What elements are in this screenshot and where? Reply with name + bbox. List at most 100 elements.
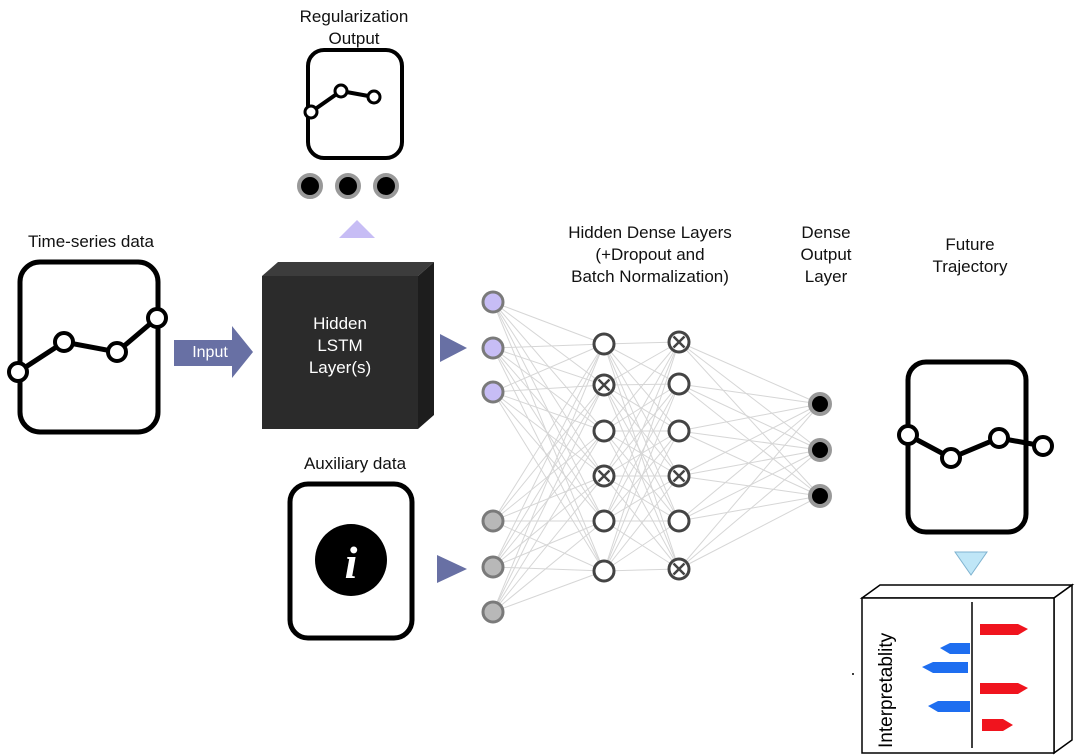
connection-line xyxy=(492,384,605,613)
connection-line xyxy=(678,403,821,522)
info-glyph: i xyxy=(345,537,358,588)
connection-line xyxy=(603,520,680,572)
input-arrow-label: Input xyxy=(192,344,228,361)
interpretability-label: Interpretablity xyxy=(876,632,897,748)
connection-line xyxy=(492,347,605,432)
neurons xyxy=(481,290,832,624)
dense-neuron xyxy=(667,509,691,533)
time-series-card xyxy=(7,259,168,435)
connection-line xyxy=(678,383,821,405)
lstm-neuron xyxy=(481,336,505,360)
connection-line xyxy=(678,341,821,405)
connection-line xyxy=(603,341,680,386)
dense-neuron xyxy=(592,509,616,533)
connection-line xyxy=(492,384,605,393)
connection-line xyxy=(492,343,605,613)
regularization-output-card xyxy=(303,48,404,160)
connection-line xyxy=(492,343,605,393)
connection-line xyxy=(603,475,680,572)
connection-line xyxy=(492,566,605,572)
connection-line xyxy=(678,495,821,570)
lstm-to-dense-arrow xyxy=(440,334,467,362)
connection-line xyxy=(492,430,605,613)
connection-line xyxy=(603,383,680,432)
interpretability-box xyxy=(859,583,1075,755)
connection-line xyxy=(678,495,821,522)
connection-line xyxy=(603,341,680,345)
connection-line xyxy=(603,341,680,432)
lstm-neuron xyxy=(481,380,505,404)
connection-line xyxy=(492,475,605,613)
output-neuron xyxy=(808,392,832,416)
lstm-label: Hidden LSTM Layer(s) xyxy=(308,314,372,377)
neural-connections xyxy=(492,301,821,613)
dense-neuron xyxy=(592,559,616,583)
dropout-x-icon xyxy=(672,562,686,576)
connection-line xyxy=(492,347,605,572)
dropout-x-icon xyxy=(672,469,686,483)
connection-line xyxy=(492,520,605,613)
connection-line xyxy=(603,520,680,570)
info-icon xyxy=(315,524,387,596)
connection-line xyxy=(603,383,680,572)
connection-line xyxy=(603,383,680,522)
connection-line xyxy=(603,430,680,572)
aux-to-dense-arrow xyxy=(437,555,467,583)
dropout-x-icon xyxy=(597,469,611,483)
connection-line xyxy=(492,391,605,572)
regularization-neurons xyxy=(297,173,399,199)
connection-line xyxy=(492,347,605,386)
connection-line xyxy=(603,341,680,522)
dense-output-layer-label: Dense Output Layer xyxy=(800,223,852,286)
negative-bar xyxy=(928,701,970,712)
connection-line xyxy=(492,391,605,432)
time-series-label: Time-series data xyxy=(28,232,154,251)
connection-line xyxy=(603,475,680,522)
connection-line xyxy=(678,403,821,570)
output-neuron xyxy=(808,484,832,508)
connection-line xyxy=(678,449,821,570)
connection-line xyxy=(678,341,821,497)
future-trajectory-label: Future Trajectory xyxy=(932,235,1008,276)
auxiliary-data-card: i xyxy=(287,481,415,641)
connection-line xyxy=(492,384,605,568)
auxiliary-data-label: Auxiliary data xyxy=(303,454,407,473)
output-neuron xyxy=(808,438,832,462)
dense-neuron xyxy=(592,332,616,356)
connection-line xyxy=(492,301,605,345)
regularization-output-title: Regularization Output xyxy=(299,7,409,48)
connection-line xyxy=(492,343,605,522)
hidden-dense-layers-label: Hidden Dense Layers (+Dropout and Batch … xyxy=(568,223,732,286)
dense-neuron xyxy=(592,419,616,443)
dense-neuron xyxy=(667,372,691,396)
auxiliary-neuron xyxy=(481,600,505,624)
connection-line xyxy=(492,384,605,522)
positive-bar xyxy=(982,719,1013,731)
connection-line xyxy=(603,430,680,522)
connection-line xyxy=(492,343,605,568)
dropout-x-icon xyxy=(672,335,686,349)
future-trajectory-card xyxy=(897,359,1054,535)
connection-line xyxy=(603,383,680,477)
connection-line xyxy=(603,341,680,477)
connection-line xyxy=(603,341,680,572)
input-arrow xyxy=(174,326,253,378)
connection-line xyxy=(678,403,821,477)
connection-line xyxy=(603,568,680,572)
negative-bar xyxy=(940,643,970,654)
positive-bar xyxy=(980,683,1028,694)
dense-neuron xyxy=(667,419,691,443)
connection-line xyxy=(603,383,680,386)
connection-line xyxy=(492,301,605,572)
future-down-triangle xyxy=(954,551,988,576)
connection-line xyxy=(678,449,821,522)
connection-line xyxy=(678,403,821,432)
positive-bar xyxy=(980,624,1028,635)
connection-line xyxy=(492,343,605,349)
dropout-x-icon xyxy=(597,378,611,392)
lstm-neuron xyxy=(481,290,505,314)
connection-line xyxy=(492,570,605,613)
lstm-box xyxy=(262,262,434,429)
connection-line xyxy=(492,301,605,386)
